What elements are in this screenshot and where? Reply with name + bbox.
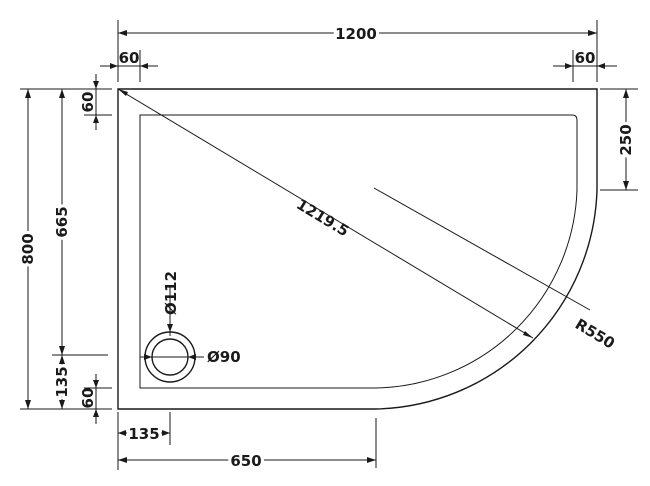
waste-from-left-label: 135 [128, 425, 159, 443]
left-margin-top-label: 60 [119, 49, 140, 67]
inner-height-label: 665 [53, 206, 71, 237]
overall-width-label: 1200 [335, 25, 377, 43]
right-margin-top-label: 60 [575, 49, 596, 67]
straight-side-label: 250 [617, 124, 635, 155]
waste-from-bottom-label: 135 [53, 366, 71, 397]
diagonal-line [117, 88, 534, 339]
bottom-margin-left-label: 60 [79, 388, 97, 409]
tray-inner-outline [139, 114, 578, 389]
straight-bottom-label: 650 [230, 452, 261, 470]
tray-outer-outline [117, 88, 598, 410]
radius-leader [373, 187, 591, 311]
waste-inner-dia-label: Ø90 [207, 348, 241, 366]
waste-outer-dia-label: Ø112 [162, 271, 180, 315]
overall-height-label: 800 [19, 233, 37, 264]
radius-label: R550 [572, 315, 618, 353]
top-margin-left-label: 60 [79, 92, 97, 113]
diagonal-label: 1219.5 [293, 195, 352, 240]
